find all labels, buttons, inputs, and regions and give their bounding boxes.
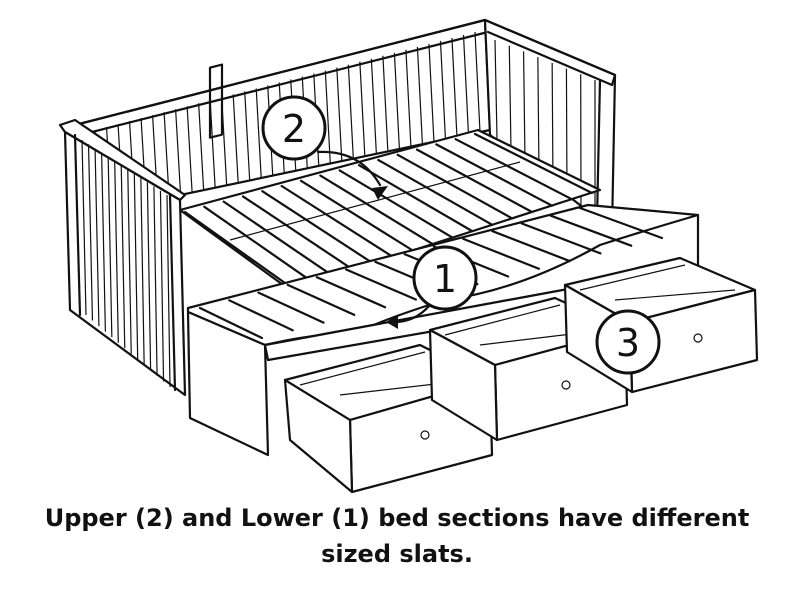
back-slat <box>336 67 343 162</box>
upper-slat-deck <box>178 128 602 292</box>
left-slat <box>101 152 106 332</box>
back-slat <box>232 94 239 183</box>
drawer-1-knob <box>420 430 430 440</box>
callout-1-label: 1 <box>433 257 457 301</box>
lower-slat <box>198 306 264 340</box>
lower-slat <box>345 268 417 301</box>
upper-rail <box>229 161 521 241</box>
drawer-2-knob <box>561 380 571 390</box>
callout-1: 1 <box>386 245 478 329</box>
left-panel-slats <box>81 139 171 388</box>
upper-slat <box>377 158 494 226</box>
lower-slat <box>286 283 356 317</box>
daybed-drawing: 2 1 3 <box>58 18 759 494</box>
left-slat <box>120 165 126 349</box>
callout-2: 2 <box>261 95 388 200</box>
left-slat <box>159 190 165 382</box>
caption-line-1: Upper (2) and Lower (1) bed sections hav… <box>44 504 750 532</box>
upper-slat <box>280 184 394 258</box>
back-slat <box>474 31 481 133</box>
back-slat <box>359 61 366 157</box>
callout-2-label: 2 <box>282 107 306 151</box>
caption-line-2: sized slats. <box>321 540 473 568</box>
back-slat <box>428 43 435 142</box>
callout-1-arrow <box>386 315 398 329</box>
callout-3: 3 <box>595 309 661 375</box>
upper-slat <box>203 205 314 283</box>
back-slat <box>416 46 424 145</box>
callout-3-label: 3 <box>616 321 640 365</box>
back-slat <box>186 106 193 193</box>
back-slat <box>439 40 447 140</box>
daybed-illustration: 2 1 3 <box>58 18 759 494</box>
upper-slat <box>241 195 354 271</box>
left-slat <box>114 161 119 343</box>
upper-slat <box>183 210 294 290</box>
back-panel-slats <box>94 31 481 213</box>
right-slat <box>537 57 540 175</box>
back-slat <box>347 64 354 159</box>
lower-slat <box>578 206 664 240</box>
right-slat <box>494 39 498 139</box>
drawer-3-knob <box>693 333 703 343</box>
upper-slat <box>415 148 534 214</box>
upper-slat <box>261 190 374 264</box>
back-slat <box>198 103 205 191</box>
back-slat <box>462 34 470 135</box>
right-slat <box>508 45 512 151</box>
upper-slat <box>319 174 434 245</box>
upper-slat <box>222 200 334 277</box>
left-slat <box>94 148 100 327</box>
lower-slat <box>257 291 325 324</box>
left-side-panel <box>58 118 187 397</box>
caption: Upper (2) and Lower (1) bed sections hav… <box>0 500 794 596</box>
left-slat <box>166 194 171 388</box>
lower-slat <box>228 299 294 332</box>
back-slat <box>244 91 251 181</box>
left-slat <box>153 186 158 376</box>
left-slat <box>127 169 132 354</box>
right-slat <box>522 51 526 163</box>
upper-slat <box>357 164 474 233</box>
lower-slat <box>520 222 602 255</box>
back-slat <box>175 109 182 196</box>
upper-slat <box>396 153 514 220</box>
upper-slat <box>338 169 454 239</box>
lower-slat <box>491 229 571 263</box>
back-slat <box>451 37 458 137</box>
left-slat <box>146 182 152 371</box>
left-slat <box>87 144 94 321</box>
back-slat <box>405 49 412 147</box>
left-slat <box>81 139 87 316</box>
callout-2-arrow <box>372 186 388 200</box>
upper-slat <box>454 138 574 201</box>
back-slat <box>370 58 377 154</box>
lower-slat <box>549 214 633 247</box>
upper-slat <box>435 143 554 207</box>
back-slat <box>382 55 389 152</box>
right-side-panel <box>483 18 617 232</box>
lower-slat <box>461 237 541 270</box>
upper-slats <box>183 132 594 290</box>
left-slat <box>107 156 113 338</box>
back-slat <box>255 88 262 179</box>
back-slat <box>324 70 331 164</box>
left-slat <box>140 178 145 365</box>
left-slat <box>133 173 139 360</box>
lower-slat <box>315 276 387 309</box>
back-slat <box>393 52 400 150</box>
upper-slat <box>299 179 414 252</box>
upper-slat <box>473 132 594 195</box>
